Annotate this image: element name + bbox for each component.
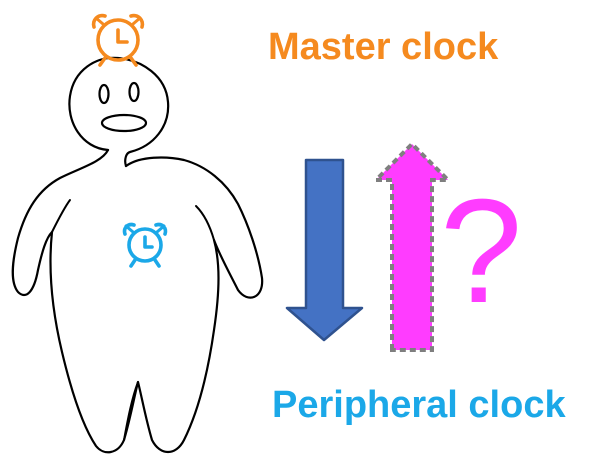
mouth (102, 115, 146, 131)
master-clock-label: Master clock (268, 28, 498, 66)
left-eye (100, 85, 109, 103)
up-arrow (376, 144, 448, 350)
right-arm-inner (196, 206, 214, 240)
peripheral-clock-label: Peripheral clock (272, 386, 566, 424)
down-arrow (287, 160, 362, 340)
body-outline (13, 150, 262, 452)
head-outline (69, 58, 168, 166)
left-arm-inner (52, 200, 70, 232)
body-alarm-clock-icon (125, 225, 166, 266)
human-figure (13, 58, 262, 452)
question-mark: ? (440, 178, 522, 326)
right-eye (130, 83, 139, 101)
